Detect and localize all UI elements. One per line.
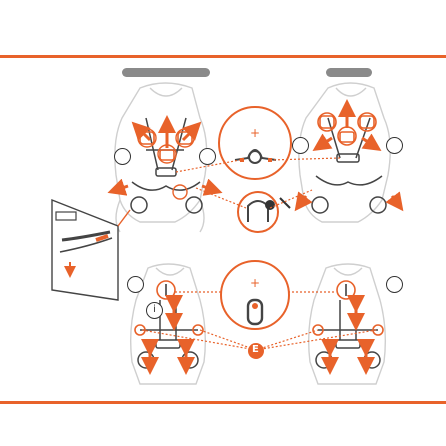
info-badge-upper-mid xyxy=(199,148,216,165)
e-marker-label: E xyxy=(252,344,259,355)
upper-magnifier xyxy=(219,107,291,179)
plus-top-marker: + xyxy=(250,126,260,140)
upper-left-adjusters xyxy=(116,124,214,199)
info-badge-upper-right-2 xyxy=(292,137,309,154)
upper-right-adjusters xyxy=(300,108,398,204)
plus-bottom-marker: + xyxy=(250,276,260,290)
info-badge-upper-left xyxy=(114,148,131,165)
lower-right-figure xyxy=(309,264,386,384)
info-badge-lower-left-i: i xyxy=(146,302,163,319)
warning-magnifier xyxy=(238,192,290,232)
info-badge-lower-right xyxy=(386,276,403,293)
info-badge-lower-left xyxy=(127,276,144,293)
info-badge-upper-right xyxy=(386,137,403,154)
lower-right-harness xyxy=(316,300,380,368)
lanyard-inset xyxy=(52,200,130,300)
lower-magnifier xyxy=(221,261,289,329)
lower-right-adjusters xyxy=(313,281,383,366)
